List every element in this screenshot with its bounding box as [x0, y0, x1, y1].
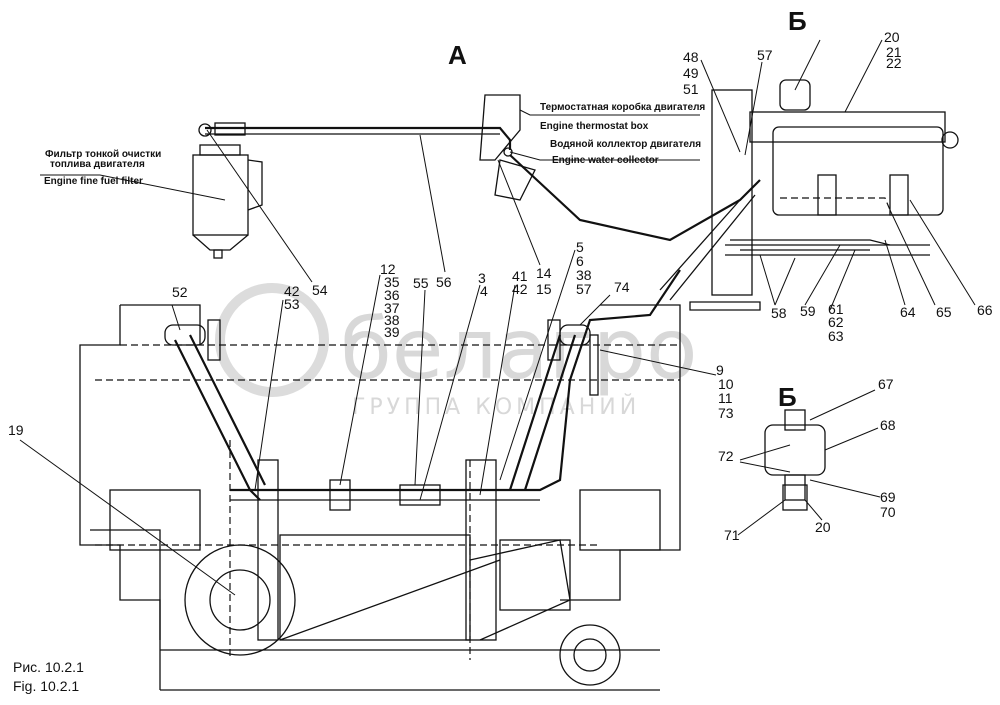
callout-numbers: 48 49 51 57 20 21 22 54 56 55 12 35 36 3…	[8, 29, 993, 543]
callout: 62	[828, 314, 844, 330]
callout: 39	[384, 324, 400, 340]
view-a-label: А	[448, 40, 467, 70]
callout: 56	[436, 274, 452, 290]
thermostat-box	[479, 94, 536, 201]
callout: 42	[284, 283, 300, 299]
callout: 20	[815, 519, 831, 535]
callout: 36	[384, 287, 400, 303]
callout: 67	[878, 376, 894, 392]
callout: 70	[880, 504, 896, 520]
fuel-tank	[689, 79, 959, 311]
figure-caption-ru: Рис. 10.2.1	[13, 659, 84, 675]
filler-cap-detail	[764, 409, 826, 511]
callout: 52	[172, 284, 188, 300]
leader-lines	[19, 39, 976, 596]
pump-assembly	[160, 459, 660, 691]
detail-b-label: Б	[778, 382, 797, 412]
watermark: белагро ГРУППА КОМПАНИЙ	[215, 283, 698, 420]
callout: 65	[936, 304, 952, 320]
callout: 5	[576, 239, 584, 255]
water-collector-note-en: Engine water collector	[552, 155, 659, 166]
callout: 71	[724, 527, 740, 543]
callout: 42	[512, 281, 528, 297]
callout: 22	[886, 55, 902, 71]
callout: 61	[828, 301, 844, 317]
callout: 69	[880, 489, 896, 505]
view-b-label: Б	[788, 6, 807, 36]
callout: 55	[413, 275, 429, 291]
callout: 10	[718, 376, 734, 392]
callout: 11	[718, 390, 733, 406]
thermostat-note-en: Engine thermostat box	[540, 121, 649, 132]
callout: 35	[384, 274, 400, 290]
callout: 53	[284, 296, 300, 312]
filter-note-en: Engine fine fuel filter	[44, 176, 143, 187]
fine-fuel-filter	[192, 122, 263, 259]
callout: 19	[8, 422, 24, 438]
callout: 21	[886, 44, 902, 60]
callout: 57	[576, 281, 592, 297]
callout: 12	[380, 261, 396, 277]
callout: 57	[757, 47, 773, 63]
callout: 64	[900, 304, 916, 320]
callout: 14	[536, 265, 552, 281]
water-collector-note-ru: Водяной коллектор двигателя	[550, 139, 701, 150]
callout: 58	[771, 305, 787, 321]
callout: 3	[478, 270, 486, 286]
callout: 66	[977, 302, 993, 318]
filter-note-ru-1: Фильтр тонкой очистки	[45, 149, 161, 160]
callout: 37	[384, 300, 400, 316]
filter-note-ru-2: топлива двигателя	[50, 159, 145, 170]
callout: 48	[683, 49, 699, 65]
thermostat-note-ru: Термостатная коробка двигателя	[540, 101, 705, 113]
callout: 41	[512, 268, 528, 284]
callout: 4	[480, 283, 488, 299]
callout: 15	[536, 281, 552, 297]
callout: 20	[884, 29, 900, 45]
callout: 74	[614, 279, 630, 295]
watermark-sub: ГРУППА КОМПАНИЙ	[352, 394, 640, 420]
callout: 38	[576, 267, 592, 283]
figure-caption-en: Fig. 10.2.1	[13, 678, 79, 694]
callout: 9	[716, 362, 724, 378]
callout: 38	[384, 312, 400, 328]
callout: 54	[312, 282, 328, 298]
callout: 68	[880, 417, 896, 433]
callout: 73	[718, 405, 734, 421]
callout: 72	[718, 448, 734, 464]
callout: 49	[683, 65, 699, 81]
callout: 6	[576, 253, 584, 269]
callout: 63	[828, 328, 844, 344]
fuel-lines	[164, 126, 891, 511]
callout: 59	[800, 303, 816, 319]
callout: 51	[683, 81, 699, 97]
